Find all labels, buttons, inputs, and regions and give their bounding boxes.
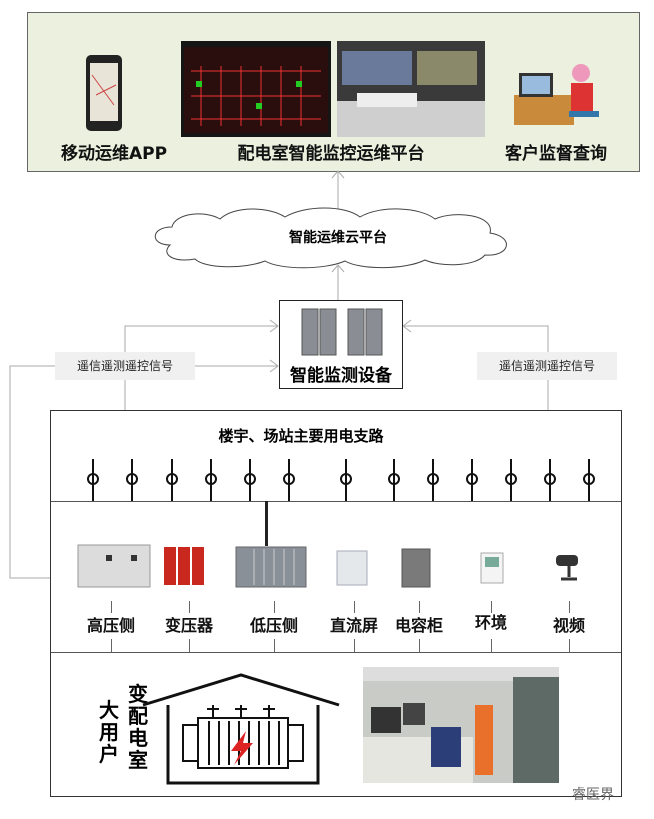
- capacitor-cabinet-icon: [401, 548, 431, 588]
- monitoring-screen-image: [181, 41, 331, 137]
- equipment-label: 高压侧: [86, 616, 136, 635]
- branch-switch-symbol: [87, 459, 99, 501]
- dc-screen-icon: [336, 550, 368, 586]
- equipment-label: 环境: [474, 613, 508, 632]
- platform-label: 配电室智能监控运维平台: [237, 144, 425, 164]
- customer-query-label: 客户监督查询: [505, 144, 607, 164]
- branch-switch-symbol: [388, 459, 400, 501]
- branch-switch-symbol: [583, 459, 595, 501]
- branch-switch-symbol: [340, 459, 352, 501]
- equipment-label: 低压侧: [249, 616, 299, 635]
- branch-switch-symbol: [244, 459, 256, 501]
- branch-switch-symbol: [126, 459, 138, 501]
- mobile-phone-icon: [86, 55, 122, 131]
- cloud-shape: [154, 207, 507, 269]
- branch-circuits: [87, 459, 595, 501]
- branch-switch-symbol: [466, 459, 478, 501]
- control-room-image: [337, 41, 485, 137]
- monitoring-device-label: 智能监测设备: [290, 366, 392, 386]
- site-panel: 楼宇、场站主要用电支路 高压侧 变压器 低压侧 直流屏电容柜 环境 视频 大用户 变配电室: [50, 410, 622, 797]
- branch-switch-symbol: [166, 459, 178, 501]
- watermark: 睿医界: [572, 787, 614, 803]
- large-user-label: 大用户: [99, 698, 119, 766]
- environment-sensor-icon: [480, 552, 504, 584]
- signal-label-left: 遥信遥测遥控信号: [55, 352, 195, 380]
- substation-house-icon: [142, 673, 340, 785]
- branch-switch-symbol: [205, 459, 217, 501]
- operators-photo: [363, 667, 559, 783]
- branch-title: 楼宇、场站主要用电支路: [218, 427, 384, 445]
- monitoring-device-box: 智能监测设备: [279, 300, 403, 389]
- equipment-images: [77, 544, 578, 588]
- equipment-label: 直流屏: [329, 616, 379, 635]
- equipment-label: 视频: [552, 616, 586, 635]
- equipment-label: 变压器: [164, 616, 214, 635]
- device-cabinet-icon: [301, 308, 383, 356]
- branch-switch-symbol: [505, 459, 517, 501]
- branch-switch-symbol: [283, 459, 295, 501]
- video-camera-icon: [556, 555, 578, 581]
- cloud-platform-label: 智能运维云平台: [289, 230, 387, 246]
- customer-query-icon: [514, 64, 599, 125]
- mobile-app-label: 移动运维APP: [60, 144, 168, 164]
- high-voltage-cabinet-icon: [77, 544, 151, 588]
- substation-room-label: 变配电室: [128, 682, 148, 772]
- low-voltage-cabinet-icon: [235, 546, 307, 588]
- branch-switch-symbol: [427, 459, 439, 501]
- branch-switch-symbol: [544, 459, 556, 501]
- transformer-icon: [164, 547, 204, 585]
- signal-label-right: 遥信遥测遥控信号: [477, 352, 617, 380]
- application-panel: 移动运维APP 配电室智能监控运维平台 客户监督查询: [27, 12, 640, 172]
- equipment-label: 电容柜: [394, 616, 444, 635]
